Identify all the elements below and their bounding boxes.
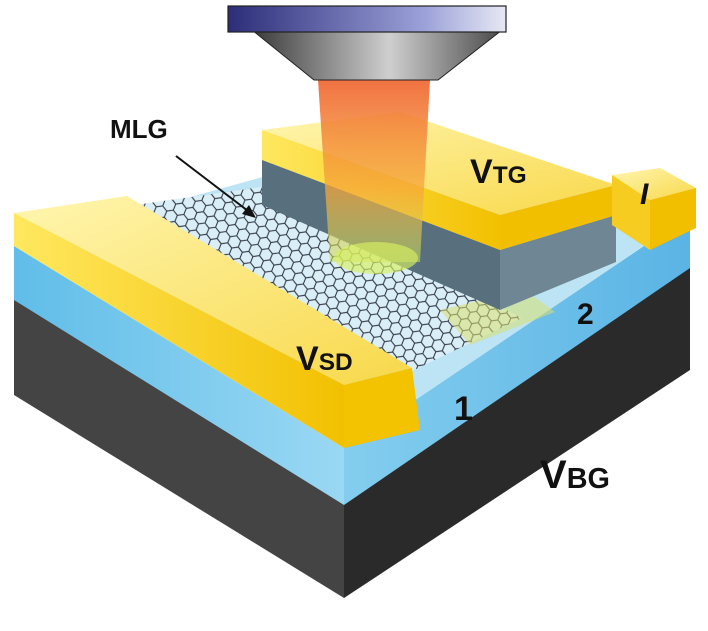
mlg-pointer-arrow [175, 155, 253, 215]
current-label: I [640, 178, 649, 211]
vbg-main: V [540, 453, 567, 497]
current-contact-front [612, 175, 650, 250]
laser-spot [334, 242, 418, 274]
mlg-arrow-head [242, 205, 256, 218]
vbg-subscript: BG [566, 463, 610, 495]
vsd-main: V [296, 340, 319, 378]
current-contact-top [612, 168, 696, 200]
objective-top-plate [227, 5, 507, 33]
top-gate-side [500, 185, 616, 250]
back-gate-voltage-label: VBG [540, 455, 610, 495]
laser-beam [318, 80, 430, 262]
vtg-subscript: TG [492, 162, 527, 189]
source-drain-voltage-label: VSD [296, 342, 353, 376]
region-2-highlight [440, 290, 555, 345]
oxide-right-face [344, 215, 690, 505]
sd-electrode-side [344, 368, 420, 448]
vsd-subscript: SD [318, 349, 353, 376]
top-gate-voltage-label: VTG [470, 155, 527, 189]
region-1-label: 1 [454, 390, 473, 428]
objective-cone [250, 29, 504, 81]
vtg-main: V [470, 153, 493, 191]
sd-electrode-front [14, 213, 344, 448]
sd-electrode-top [14, 196, 412, 385]
current-contact-side [650, 188, 696, 250]
substrate-bottom-left [14, 300, 344, 598]
region-2-label: 2 [577, 298, 594, 331]
substrate-bottom-right [344, 268, 690, 598]
oxide-left-face [14, 246, 344, 505]
top-gate-dielectric-side [500, 215, 616, 310]
mlg-label: MLG [110, 114, 168, 144]
